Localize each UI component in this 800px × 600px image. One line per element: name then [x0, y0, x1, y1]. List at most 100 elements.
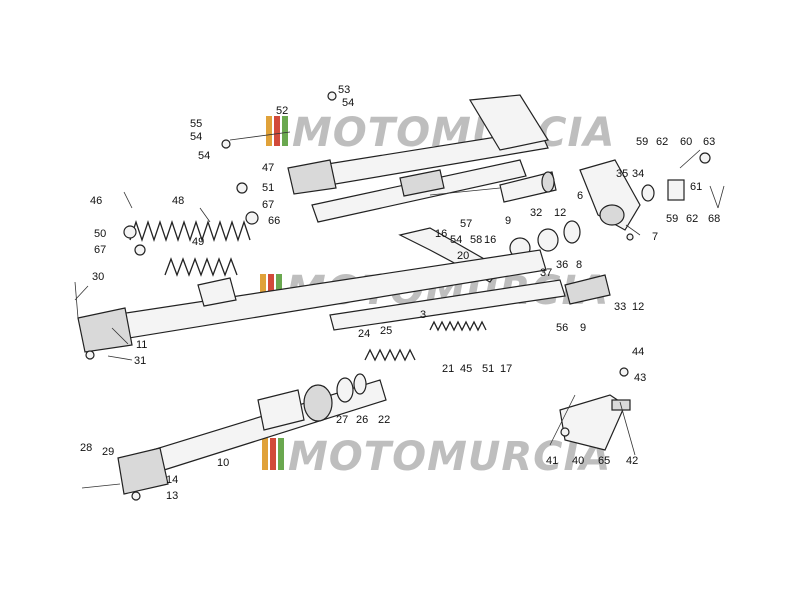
- label-16: 16: [435, 228, 447, 240]
- lower-seal: [303, 384, 333, 422]
- fasteners: [74, 91, 711, 501]
- label-10: 10: [217, 457, 229, 469]
- leader-11: [111, 327, 129, 345]
- label-68: 68: [708, 213, 720, 225]
- clamp-washer: [641, 184, 655, 202]
- label-3: 3: [420, 309, 426, 321]
- label-45: 45: [460, 363, 472, 375]
- label-36: 36: [556, 259, 568, 271]
- clip-51: [236, 182, 248, 194]
- label-27: 27: [336, 414, 348, 426]
- upper-fork-assembly: [287, 94, 549, 223]
- springs: [129, 219, 487, 362]
- watermark-bar-1: [262, 438, 268, 470]
- upper-collar: [399, 169, 445, 197]
- clamp-cap: [667, 179, 685, 201]
- label-29: 29: [102, 446, 114, 458]
- screw-41: [560, 427, 570, 437]
- nut-63: [699, 152, 711, 164]
- label-7: 7: [652, 231, 658, 243]
- label-53: 53: [338, 84, 350, 96]
- screw-13: [131, 491, 141, 501]
- leader-46: [123, 191, 133, 209]
- label-63: 63: [703, 136, 715, 148]
- label-17: 17: [500, 363, 512, 375]
- dust-seal: [537, 228, 559, 252]
- label-31: 31: [134, 355, 146, 367]
- label-26: 26: [356, 414, 368, 426]
- upper-fork-foot: [287, 159, 337, 195]
- label-51: 51: [262, 182, 274, 194]
- watermark-bar-3: [282, 116, 288, 146]
- leader-lines: [74, 185, 725, 456]
- label-24: 24: [358, 328, 370, 340]
- axle-clamp: [579, 159, 641, 231]
- fork-spring-upper: [129, 219, 251, 243]
- leader-42: [619, 401, 636, 456]
- label-8: 8: [576, 259, 582, 271]
- label-47: 47: [262, 162, 274, 174]
- axle-hole: [599, 204, 625, 226]
- damper-spring: [364, 348, 416, 362]
- lower-clip: [353, 373, 367, 395]
- watermark-bar-3: [278, 438, 284, 470]
- label-60: 60: [680, 136, 692, 148]
- label-11: 11: [136, 339, 147, 351]
- rod-52: [229, 131, 291, 141]
- watermark-bar-2: [268, 274, 274, 304]
- watermark-bar-3: [276, 274, 282, 304]
- label-14: 14: [166, 474, 178, 486]
- label-12: 12: [554, 207, 566, 219]
- watermark-bar-2: [270, 438, 276, 470]
- middle-cap: [564, 274, 611, 305]
- leader-7: [625, 224, 641, 236]
- label-67: 67: [262, 199, 274, 211]
- label-56: 56: [556, 322, 568, 334]
- label-65: 65: [598, 455, 610, 467]
- label-9: 9: [505, 215, 511, 227]
- watermark-text: MOTOMURCIA: [288, 434, 611, 480]
- leader-68: [709, 185, 719, 209]
- fork-spring-lower: [164, 257, 238, 277]
- damper-ring: [541, 171, 555, 193]
- label-12: 12: [632, 301, 644, 313]
- label-57: 57: [460, 218, 472, 230]
- rebound-spring: [429, 320, 487, 332]
- label-62: 62: [656, 136, 668, 148]
- watermark-bar-1: [266, 116, 272, 146]
- label-30: 30: [92, 271, 104, 283]
- screw-44: [619, 367, 629, 377]
- label-62: 62: [686, 213, 698, 225]
- bolt-60: [679, 149, 701, 169]
- leader-31: [107, 355, 133, 361]
- label-28: 28: [80, 442, 92, 454]
- label-54: 54: [450, 234, 462, 246]
- label-67: 67: [94, 244, 106, 256]
- watermark-bottom: MOTOMURCIA: [262, 434, 611, 480]
- label-49: 49: [192, 236, 204, 248]
- label-33: 33: [614, 301, 626, 313]
- label-6: 6: [577, 190, 583, 202]
- washer-54: [221, 139, 231, 149]
- label-54: 54: [342, 97, 354, 109]
- watermark-bar-1: [260, 274, 266, 304]
- label-25: 25: [380, 325, 392, 337]
- label-21: 21: [442, 363, 454, 375]
- middle-fork-foot: [77, 307, 133, 353]
- label-58: 58: [470, 234, 482, 246]
- label-32: 32: [530, 207, 542, 219]
- label-59: 59: [666, 213, 678, 225]
- label-41: 41: [546, 455, 558, 467]
- axle-clamp-cluster: [579, 159, 685, 231]
- label-40: 40: [572, 455, 584, 467]
- label-16: 16: [484, 234, 496, 246]
- label-61: 61: [690, 181, 702, 193]
- label-50: 50: [94, 228, 106, 240]
- label-66: 66: [268, 215, 280, 227]
- lower-fork-foot: [117, 447, 169, 495]
- label-35: 35: [616, 168, 628, 180]
- middle-bushing: [197, 277, 237, 307]
- label-54: 54: [190, 131, 202, 143]
- cap-50: [123, 225, 137, 239]
